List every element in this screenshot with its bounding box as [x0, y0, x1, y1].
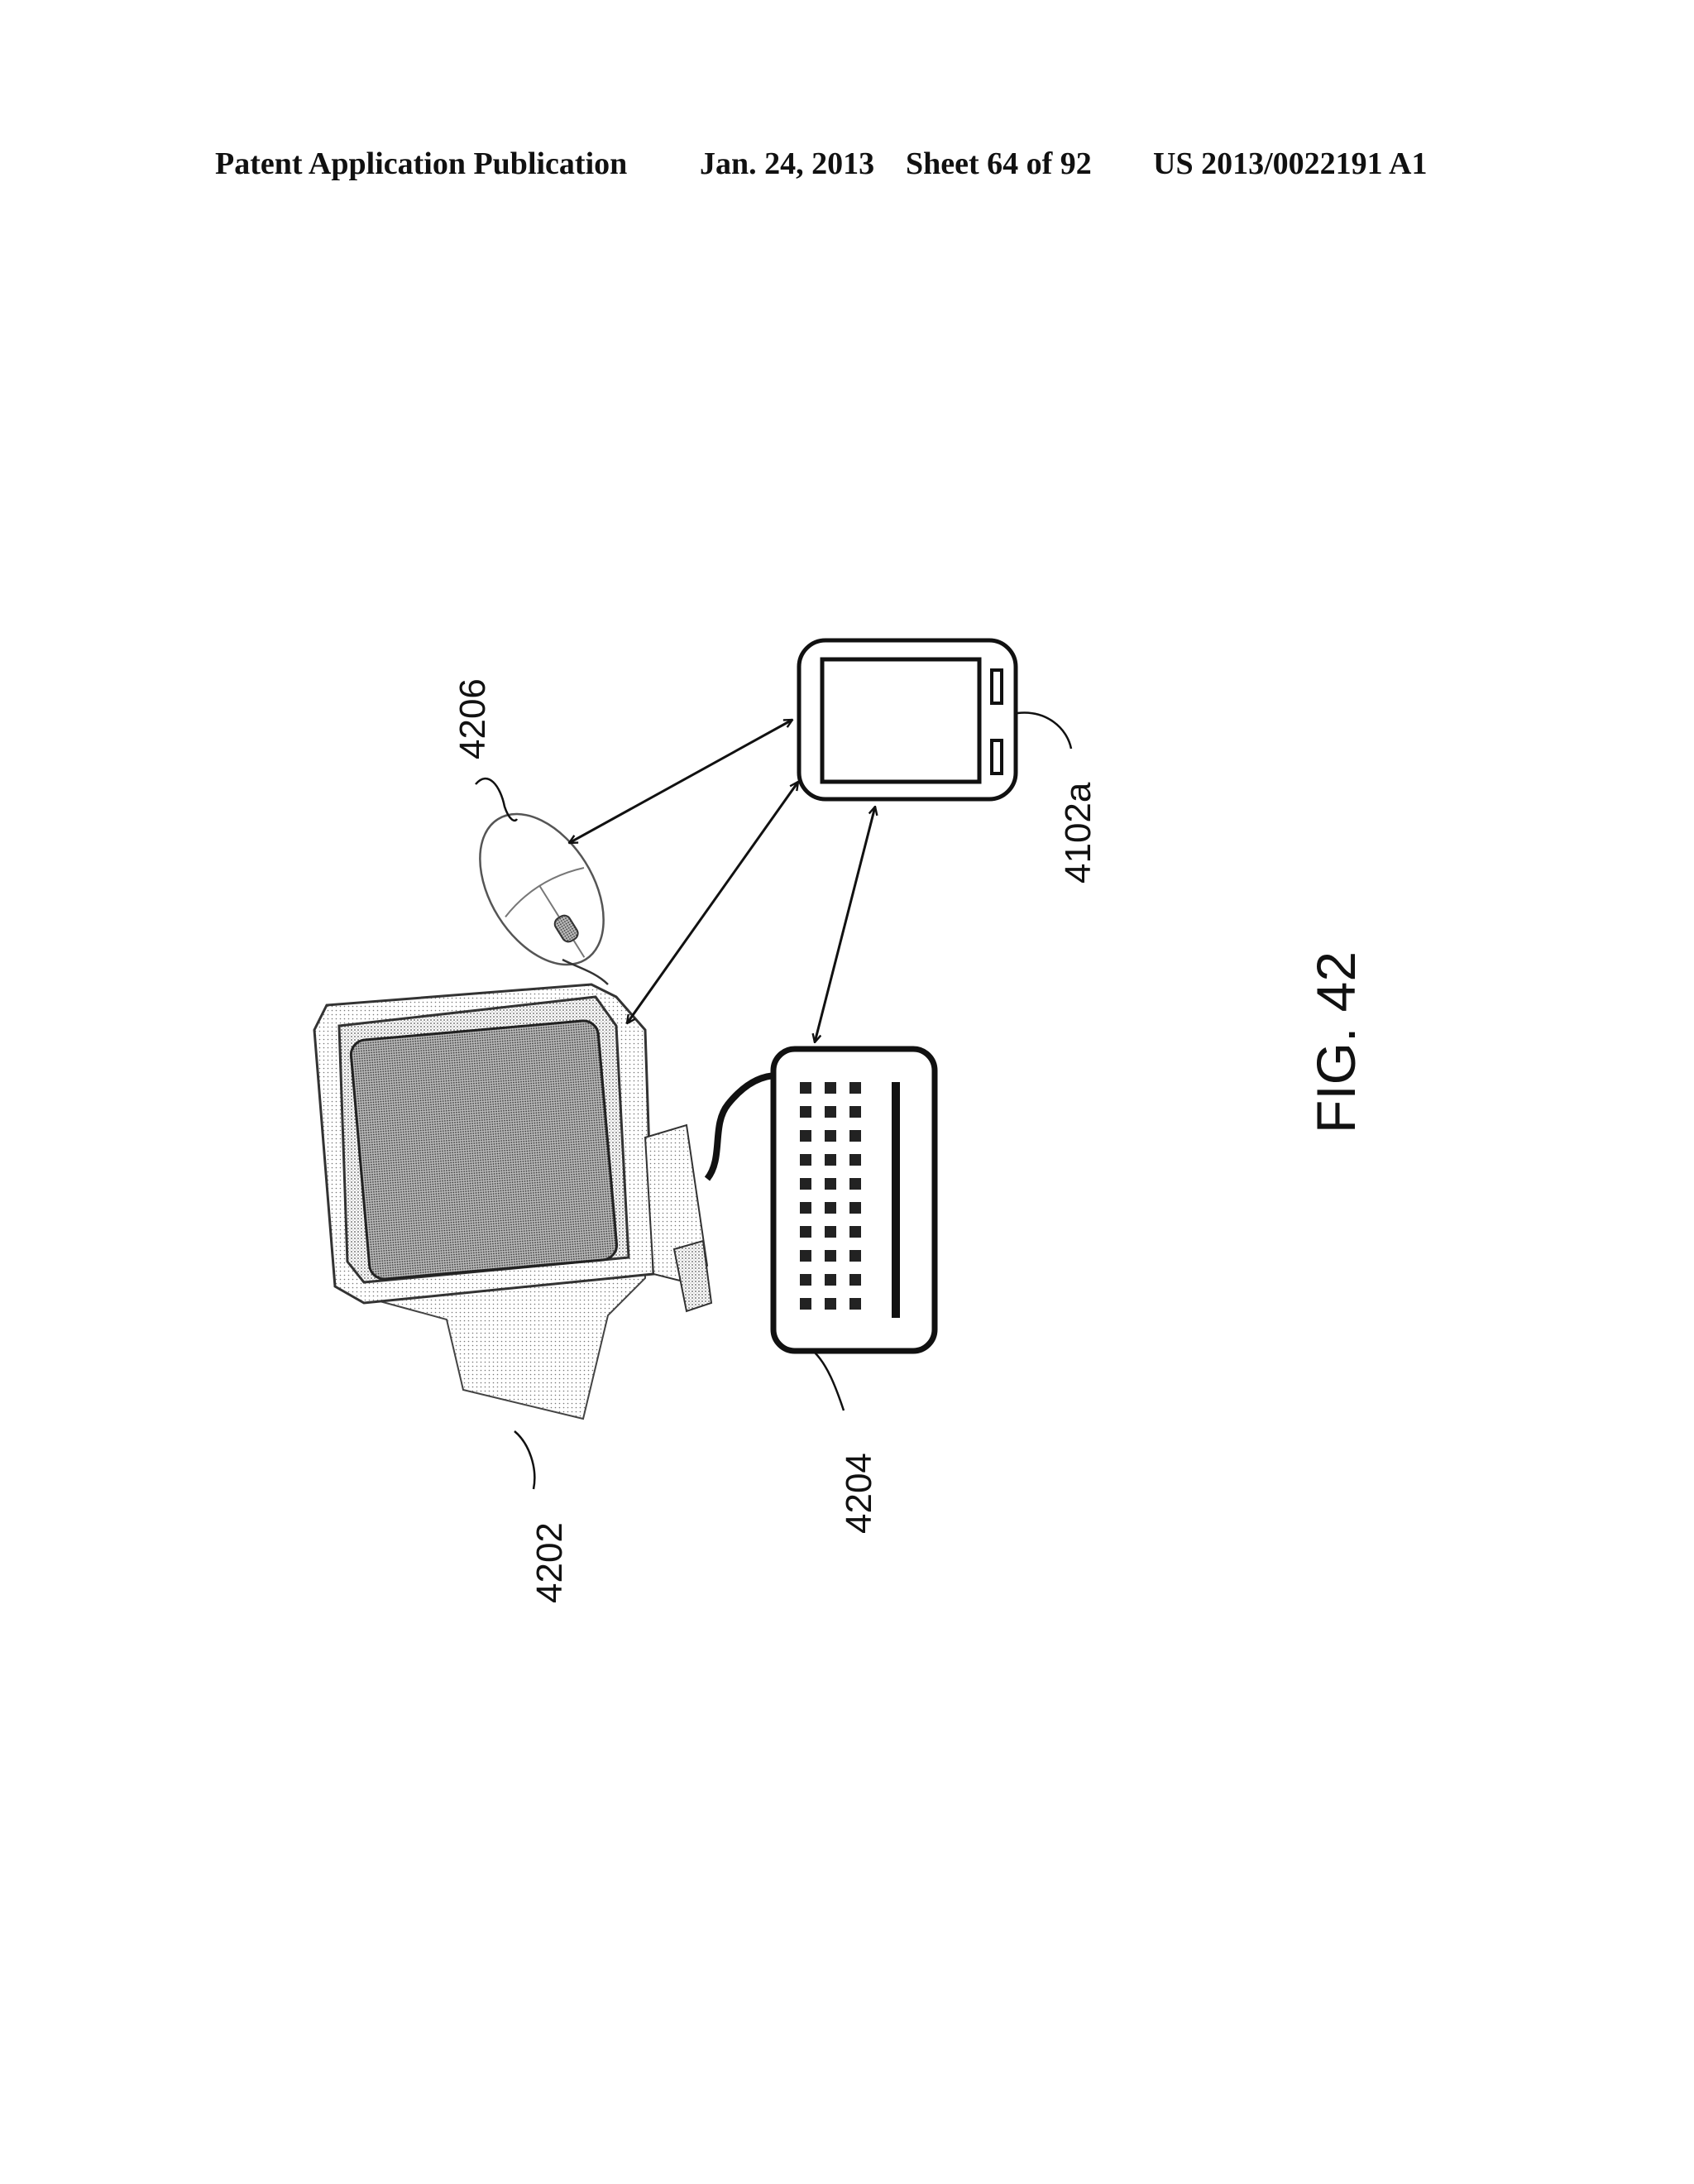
arrow-keyboard-device	[815, 807, 875, 1042]
reference-leaders	[475, 711, 1073, 1490]
keyboard-key	[800, 1130, 811, 1142]
keyboard-key	[849, 1274, 861, 1286]
keyboard-key	[825, 1154, 836, 1166]
keyboard-key	[825, 1106, 836, 1118]
publication-title: Patent Application Publication	[215, 146, 628, 181]
sheet-number: Sheet 64 of 92	[906, 146, 1092, 181]
connection-arrows	[569, 718, 875, 1042]
keyboard-key	[849, 1154, 861, 1166]
keyboard-key	[825, 1178, 836, 1190]
arrow-computer-device	[627, 782, 798, 1023]
stand-foot	[672, 1239, 713, 1313]
keyboard-key	[825, 1298, 836, 1310]
keyboard-key	[849, 1130, 861, 1142]
mobile-device-drawing	[797, 638, 1018, 802]
keyboard-key	[849, 1250, 861, 1262]
publication-date: Jan. 24, 2013	[700, 146, 875, 181]
keyboard-keys	[800, 1082, 861, 1310]
keyboard-key	[800, 1226, 811, 1238]
patent-number: US 2013/0022191 A1	[1153, 146, 1428, 181]
keyboard-key	[849, 1082, 861, 1094]
page-header: Patent Application Publication Jan. 24, …	[0, 146, 1694, 187]
device-screen	[820, 657, 982, 784]
keyboard-key	[849, 1178, 861, 1190]
monitor-screen	[349, 1019, 619, 1281]
mouse-cable	[562, 958, 609, 985]
keyboard-drawing	[704, 1046, 938, 1354]
keyboard-key	[800, 1202, 811, 1214]
keyboard-key	[800, 1154, 811, 1166]
label-mouse: 4206	[452, 678, 493, 759]
keyboard-key	[825, 1226, 836, 1238]
keyboard-key	[800, 1106, 811, 1118]
leader-4204	[814, 1352, 845, 1411]
keyboard-key	[800, 1274, 811, 1286]
leader-4102a	[1017, 711, 1073, 750]
keyboard-key	[825, 1250, 836, 1262]
keyboard-key	[800, 1178, 811, 1190]
keyboard-key	[825, 1082, 836, 1094]
leader-4202	[514, 1430, 536, 1490]
label-keyboard: 4204	[839, 1453, 879, 1534]
keyboard-key	[800, 1298, 811, 1310]
figure-caption: FIG. 42	[1305, 951, 1366, 1133]
label-computer: 4202	[529, 1522, 570, 1603]
leader-4206	[475, 778, 519, 822]
keyboard-key	[825, 1274, 836, 1286]
keyboard-key	[800, 1082, 811, 1094]
label-mobile-device: 4102a	[1058, 782, 1098, 884]
keyboard-key	[825, 1202, 836, 1214]
keyboard-spacebar	[892, 1082, 900, 1318]
computer-drawing	[313, 983, 713, 1420]
keyboard-key	[800, 1250, 811, 1262]
keyboard-key	[849, 1106, 861, 1118]
mouse-scroll-wheel	[553, 914, 579, 943]
device-button-2	[990, 739, 1003, 775]
keyboard-key	[849, 1226, 861, 1238]
mouse-drawing	[479, 812, 605, 966]
keyboard-key	[849, 1202, 861, 1214]
keyboard-cable	[704, 1072, 778, 1181]
keyboard-key	[825, 1130, 836, 1142]
keyboard-key	[849, 1298, 861, 1310]
arrow-mouse-device	[569, 718, 792, 845]
device-button-1	[990, 668, 1003, 705]
